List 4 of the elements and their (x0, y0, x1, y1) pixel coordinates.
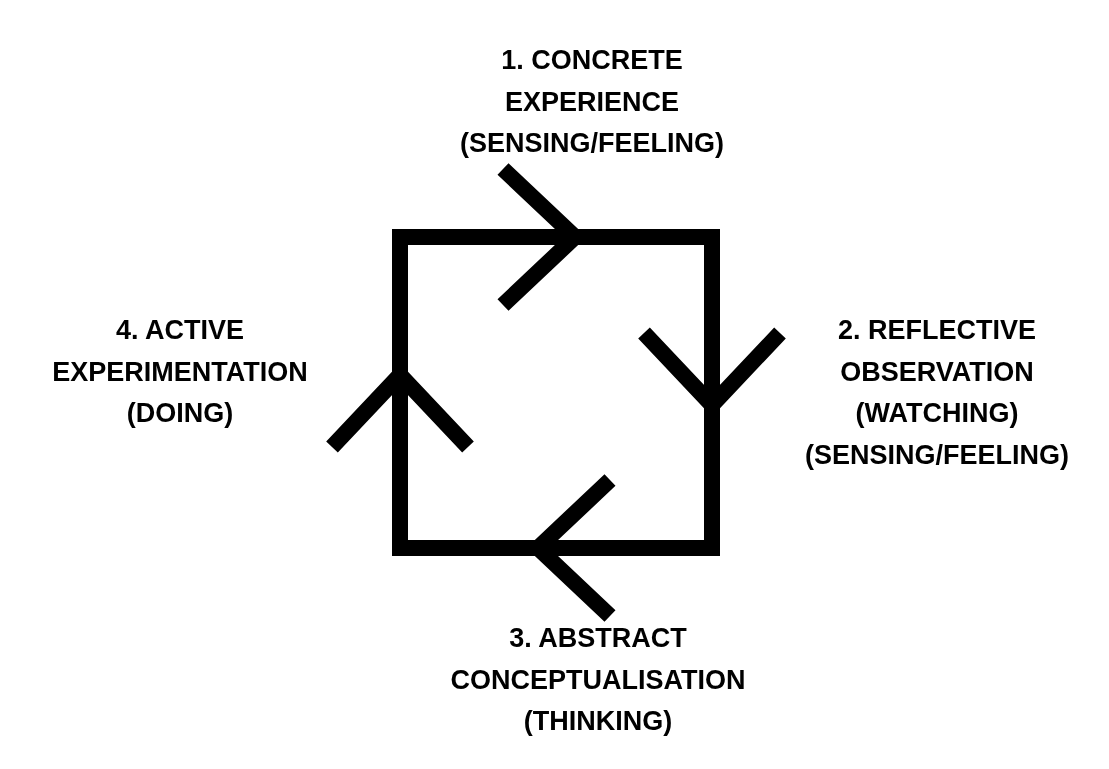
stage-label: 2. REFLECTIVE OBSERVATION (WATCHING) (SENSING/FEELING) (804, 314, 1070, 472)
stage-label: 3. ABSTRACT CONCEPTUALISATION (THINKING) (449, 622, 747, 738)
stage-label: 4. ACTIVE EXPERIMENTATION (DOING) (51, 314, 309, 430)
stage-label: 1. CONCRETE EXPERIENCE (SENSING/FEELING) (459, 44, 725, 160)
